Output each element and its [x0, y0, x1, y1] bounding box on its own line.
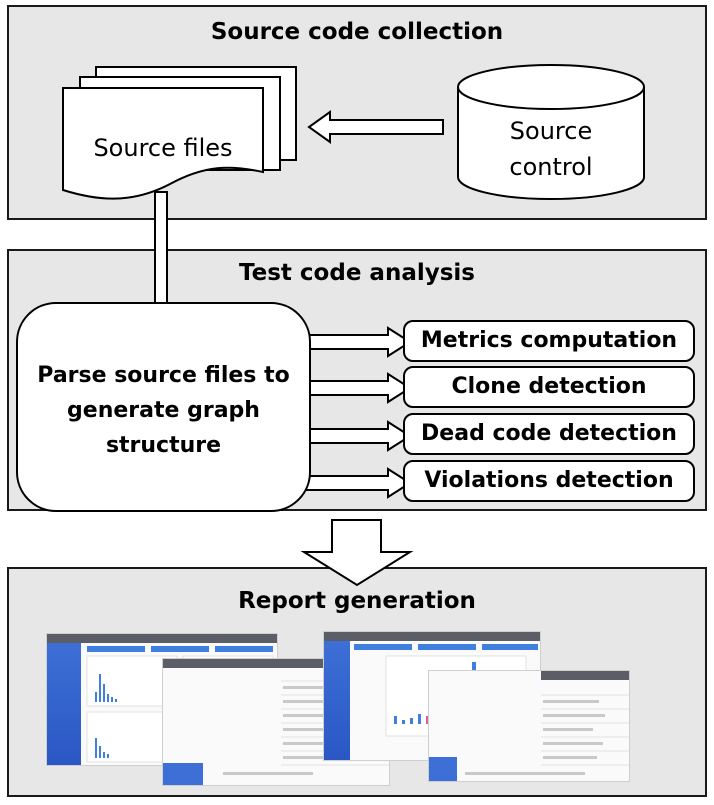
parse-label-line1: Parse source files to	[37, 363, 290, 388]
task-violations-detection: Violations detection	[403, 460, 695, 502]
parse-label-line2: generate graph	[67, 398, 260, 423]
arrow-analysis-to-report	[300, 519, 414, 587]
source-control-label-line2: control	[509, 153, 593, 181]
source-control-label-line1: Source	[509, 117, 593, 145]
source-file-page-front	[62, 87, 264, 200]
task-dead-code-detection: Dead code detection	[403, 413, 695, 455]
source-control-cylinder	[457, 87, 645, 200]
arrow-parse-to-clone	[295, 372, 412, 404]
arrow-parse-to-violations	[295, 467, 412, 499]
source-files-label: Source files	[93, 134, 233, 162]
test-analysis-title: Test code analysis	[239, 260, 475, 286]
arrow-control-to-files	[307, 110, 444, 144]
arrow-parse-to-metrics	[295, 326, 412, 358]
report-generation-title: Report generation	[238, 588, 476, 614]
source-control-cylinder-top	[457, 64, 645, 110]
parse-label-line3: structure	[105, 433, 222, 458]
task-clone-detection: Clone detection	[403, 366, 695, 408]
task-metrics-computation: Metrics computation	[403, 320, 695, 362]
parse-source-files-box: Parse source files to generate graph str…	[16, 302, 311, 512]
source-collection-title: Source code collection	[210, 19, 504, 45]
arrow-parse-to-dead-code	[295, 420, 412, 452]
report-screenshot-table-right	[428, 670, 630, 782]
